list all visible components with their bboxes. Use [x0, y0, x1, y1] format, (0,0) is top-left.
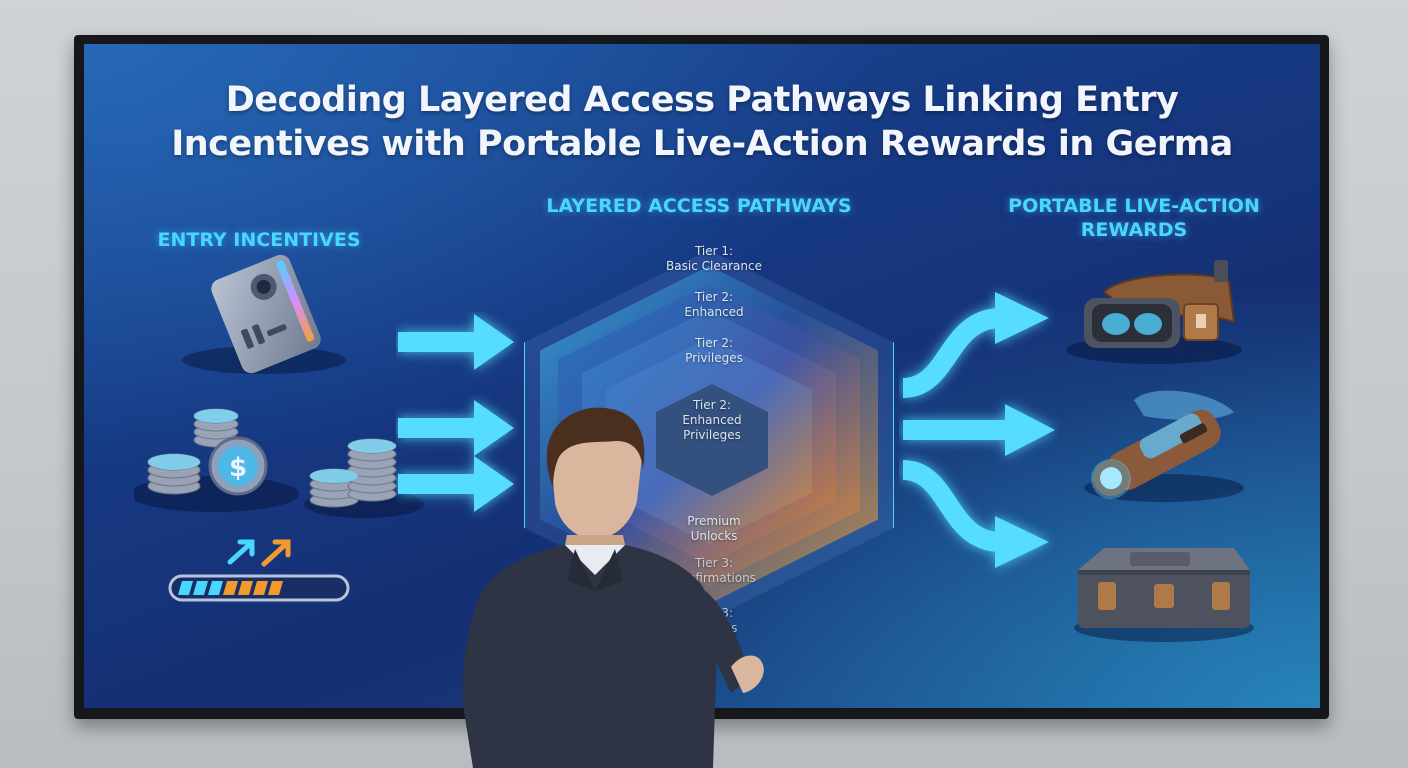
tier-1-subtitle: Basic Clearance	[644, 259, 784, 274]
portable-rewards-label-line-1: PORTABLE LIVE-ACTION	[1004, 194, 1264, 218]
presenter	[455, 405, 775, 768]
presenter-head	[547, 408, 645, 555]
arrow-right-icon	[995, 516, 1049, 568]
tier-1-label: Tier 1: Basic Clearance	[644, 244, 784, 274]
svg-text:$: $	[229, 453, 247, 483]
hard-case-icon	[1074, 548, 1254, 642]
tier-2b-subtitle: Privileges	[644, 351, 784, 366]
tier-2-subtitle: Enhanced	[644, 305, 784, 320]
reward-arrows	[899, 282, 1059, 582]
slide-title-line-1: Decoding Layered Access Pathways Linking…	[84, 78, 1320, 122]
arrow-right-icon	[1005, 404, 1055, 456]
flashlight-icon	[1084, 391, 1244, 505]
progress-bar-icon	[170, 542, 348, 600]
access-card-icon	[182, 254, 346, 376]
presenter-body	[463, 545, 764, 768]
tier-2-title: Tier 2:	[644, 290, 784, 305]
portable-rewards-label-line-2: REWARDS	[1004, 218, 1264, 242]
tier-2-privileges-label: Tier 2: Privileges	[644, 336, 784, 366]
slide-title: Decoding Layered Access Pathways Linking…	[84, 78, 1320, 166]
tier-1-title: Tier 1:	[644, 244, 784, 259]
layered-access-pathways-label: LAYERED ACCESS PATHWAYS	[524, 194, 874, 218]
arrow-right-icon	[995, 292, 1049, 344]
reward-icons	[1064, 252, 1264, 642]
tier-2b-title: Tier 2:	[644, 336, 784, 351]
portable-rewards-label: PORTABLE LIVE-ACTION REWARDS	[1004, 194, 1264, 242]
slide-title-line-2: Incentives with Portable Live-Action Rew…	[84, 122, 1320, 166]
vr-headset-icon	[1066, 260, 1242, 364]
entry-incentives-label: ENTRY INCENTIVES	[144, 228, 374, 252]
tier-2-enhanced-label: Tier 2: Enhanced	[644, 290, 784, 320]
arrow-right-icon	[398, 314, 514, 370]
coin-stack-icon: $	[134, 409, 299, 512]
entry-incentives-icons: $	[134, 254, 434, 604]
